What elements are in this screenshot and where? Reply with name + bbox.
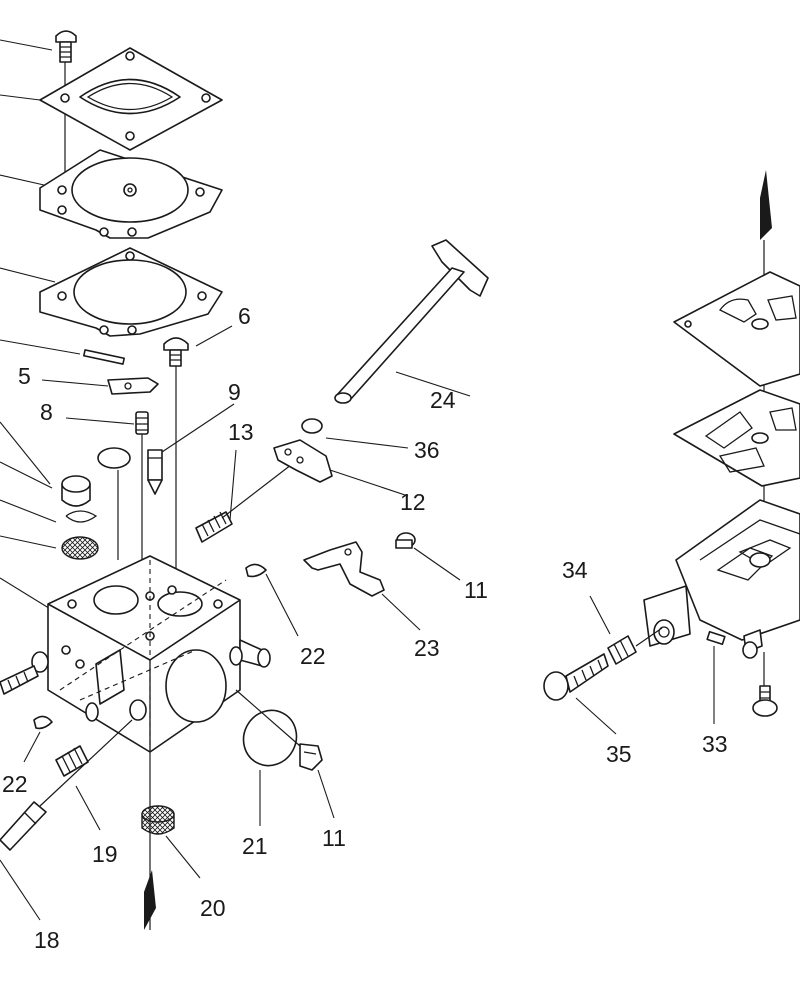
lever-spring: [135, 411, 149, 435]
callout-22-right: 22: [300, 643, 326, 669]
callout-23: 23: [414, 635, 440, 661]
e-clip-lower: [33, 715, 53, 730]
choke-spring: [55, 745, 89, 777]
callout-34: 34: [562, 557, 588, 583]
leader-cutoff-8: [0, 499, 57, 523]
adjust-spring: [607, 635, 637, 665]
inlet-screen: [61, 536, 99, 560]
plate-screw: [299, 743, 323, 771]
flow-arrow-right: [760, 170, 772, 240]
throttle-plate: [242, 709, 298, 767]
carburetor-body: [31, 555, 271, 753]
throttle-spring: [195, 511, 233, 543]
metering-gasket: [673, 271, 800, 387]
callout-leaders: [0, 325, 715, 921]
pump-cover: [39, 47, 223, 151]
spring-axis: [635, 627, 663, 647]
throttle-shaft: [334, 239, 489, 404]
callout-20: 20: [200, 895, 226, 921]
check-valve: [61, 475, 91, 507]
callout-22-left: 22: [2, 771, 28, 797]
leader-cutoff-6: [0, 421, 51, 485]
e-clip-upper: [245, 563, 267, 578]
callout-13: 13: [228, 419, 254, 445]
leader-cutoff-3: [0, 174, 45, 186]
lever-pin: [83, 349, 125, 365]
metering-diaphragm: [673, 389, 800, 487]
leader-cutoff-10: [0, 577, 53, 611]
inlet-needle: [147, 449, 163, 495]
e-clip: [301, 418, 323, 434]
throttle-lever: [273, 439, 333, 483]
welch-plug: [97, 447, 131, 469]
callout-11-upper: 11: [464, 577, 488, 603]
pump-body-right: [643, 499, 800, 659]
metering-lever: [107, 377, 159, 395]
choke-shaft: [0, 801, 47, 851]
callout-24: 24: [430, 387, 456, 413]
retaining-ring: [65, 510, 98, 523]
lever-screw: [163, 337, 189, 367]
pump-gasket: [39, 247, 223, 337]
cover-screw: [55, 30, 77, 63]
callout-18: 18: [34, 927, 60, 953]
callout-8: 8: [40, 399, 53, 425]
pump-diaphragm: [39, 149, 223, 239]
limiter-pin: [706, 630, 726, 646]
idle-adjust-screw: [0, 665, 39, 695]
callout-11-lower: 11: [322, 825, 346, 851]
choke-lever: [303, 541, 385, 597]
adjust-screw: [543, 653, 609, 701]
callout-6: 6: [238, 303, 251, 329]
fuel-filter: [141, 805, 175, 835]
callout-35: 35: [606, 741, 632, 767]
shaft-axis: [221, 457, 301, 519]
callout-21: 21: [242, 833, 268, 859]
callout-19: 19: [92, 841, 118, 867]
leader-cutoff-2: [0, 94, 41, 101]
choke-axis: [39, 719, 133, 807]
plate-axis: [235, 689, 301, 747]
leader-cutoff-7: [0, 461, 53, 489]
callout-33: 33: [702, 731, 728, 757]
flow-arrow-left: [144, 870, 156, 930]
leader-cutoff-1: [0, 39, 53, 51]
callout-12: 12: [400, 489, 426, 515]
callout-36: 36: [414, 437, 440, 463]
choke-screw: [395, 532, 416, 549]
body-screw: [752, 685, 778, 717]
leader-cutoff-5: [0, 339, 81, 355]
leader-cutoff-4: [0, 267, 56, 283]
callout-9: 9: [228, 379, 241, 405]
callout-5: 5: [18, 363, 31, 389]
leader-cutoff-9: [0, 535, 57, 549]
